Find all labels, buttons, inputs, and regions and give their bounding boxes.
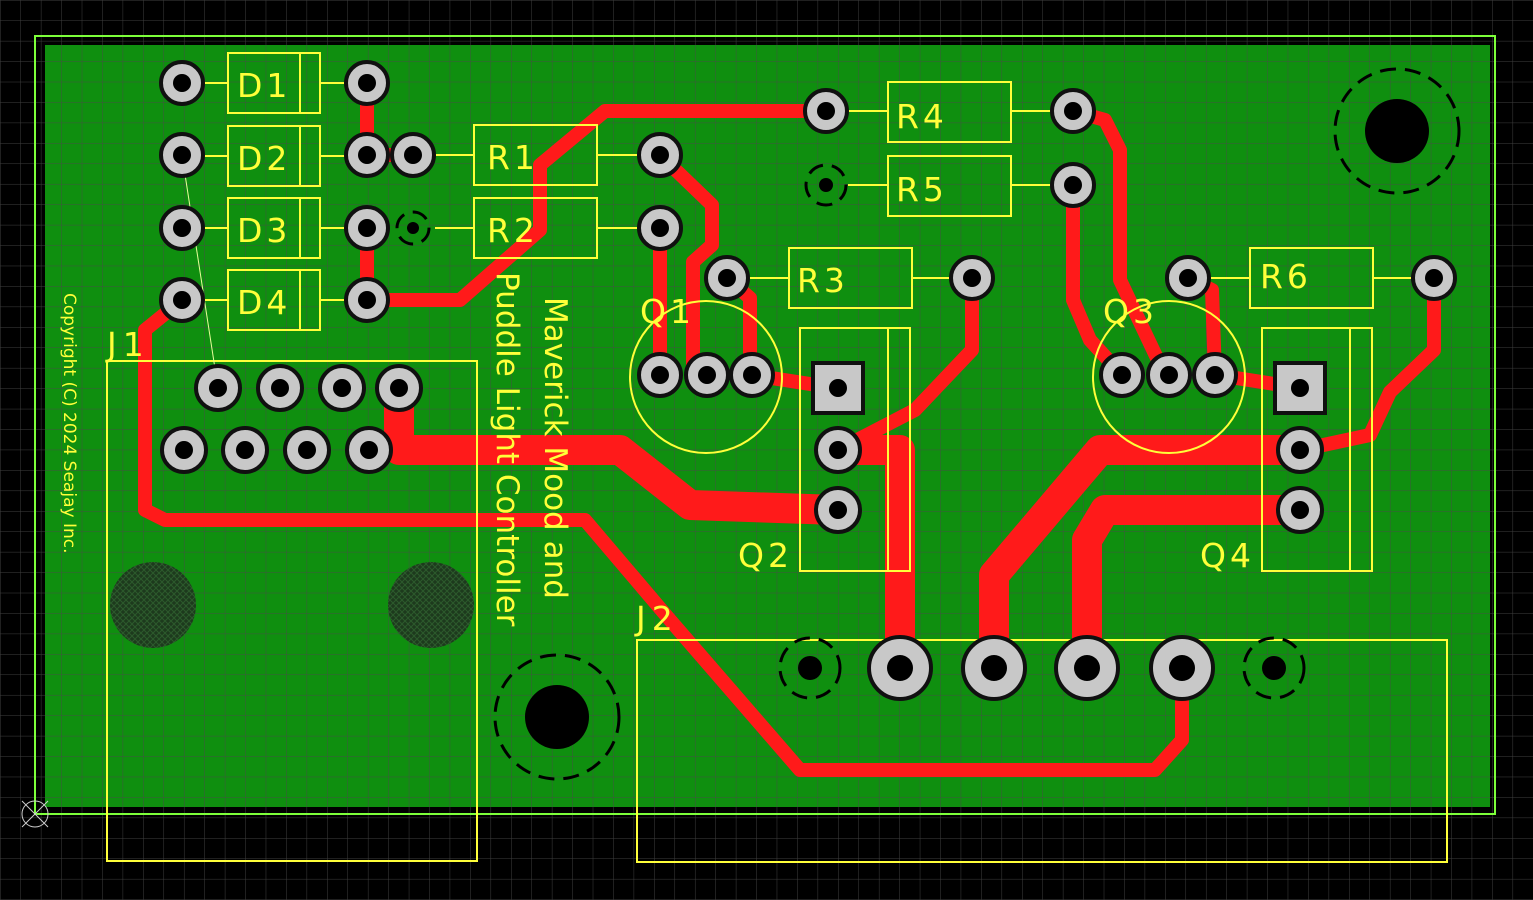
board-title-line2: Puddle Light Controller	[489, 272, 525, 627]
board-title-line1: Maverick Mood and	[537, 297, 573, 599]
pad-r6-1-hole	[1179, 269, 1197, 287]
label-j2: J2	[634, 599, 679, 638]
pad-j1-7-hole	[298, 441, 316, 459]
pad-q4-2-hole	[1291, 441, 1309, 459]
resistor-r3[interactable]	[748, 247, 951, 309]
label-d2: D2	[237, 139, 291, 178]
ratsnest-line	[181, 154, 219, 389]
j1-shield-pad-right	[388, 562, 474, 648]
transistor-q1-outline[interactable]	[629, 300, 783, 454]
pad-j2-4-hole	[1169, 655, 1195, 681]
label-q2: Q2	[738, 536, 793, 575]
label-r3: R3	[797, 261, 849, 300]
pad-d3-k-hole	[358, 219, 376, 237]
mounting-hole-bottom	[493, 653, 621, 781]
pad-d4-k-hole	[358, 291, 376, 309]
origin-marker	[21, 800, 49, 828]
pad-q1-e-hole	[651, 366, 669, 384]
resistor-r4[interactable]	[848, 81, 1052, 143]
pad-q1-b-hole	[698, 366, 716, 384]
pad-r3-2-hole	[963, 269, 981, 287]
resistor-r6[interactable]	[1210, 247, 1413, 309]
reference-designators: D1 D2 D3 D4 R1 R2 R3 R4 R5 R6 Q1 Q2 Q3 Q…	[105, 66, 1312, 638]
transistor-q3-outline[interactable]	[1092, 300, 1246, 454]
pad-r5-2-hole	[1064, 176, 1082, 194]
pad-j1-1-hole	[209, 379, 227, 397]
pad-j1-6-hole	[236, 441, 254, 459]
label-q1: Q1	[640, 292, 695, 331]
label-r5: R5	[896, 170, 948, 209]
pad-d3-a-hole	[173, 219, 191, 237]
label-r1: R1	[487, 138, 539, 177]
pad-r1-2-hole	[651, 146, 669, 164]
resistor-r5[interactable]	[848, 155, 1052, 217]
pad-j1-5-hole	[175, 441, 193, 459]
label-r4: R4	[896, 97, 948, 136]
pad-q1-c-hole	[743, 366, 761, 384]
label-r2: R2	[487, 211, 539, 250]
transistor-q2-outline[interactable]	[799, 327, 911, 572]
pad-q4-3-hole	[1291, 501, 1309, 519]
pad-q3-c-hole	[1206, 366, 1224, 384]
connector-j1-outline[interactable]	[106, 360, 478, 862]
silkscreen-layer	[106, 52, 1448, 863]
pad-r6-2-hole	[1425, 269, 1443, 287]
unused-pads	[395, 163, 1306, 700]
pad-d1-k-hole	[358, 74, 376, 92]
pad-j1-8-hole	[360, 441, 378, 459]
pad-r1-1-hole	[404, 146, 422, 164]
pad-j2-2-hole	[981, 655, 1007, 681]
label-d4: D4	[237, 283, 291, 322]
pad-d2-a-hole	[173, 146, 191, 164]
pad-j1-4-hole	[390, 379, 408, 397]
label-j1: J1	[105, 325, 150, 364]
resistor-r1[interactable]	[435, 124, 638, 186]
diode-d4[interactable]	[200, 269, 345, 331]
copyright-text: Copyright (C) 2024 Seajay Inc.	[59, 293, 79, 554]
label-d1: D1	[237, 66, 291, 105]
pad-q2-3-hole	[829, 501, 847, 519]
mounting-hole-top-right	[1333, 67, 1461, 195]
resistor-r2[interactable]	[435, 197, 638, 259]
pad-d2-k-hole	[358, 146, 376, 164]
pad-q4-1-hole	[1291, 379, 1309, 397]
pad-j1-3-hole	[333, 379, 351, 397]
connector-j2-outline[interactable]	[636, 639, 1448, 863]
pad-d4-a-hole	[173, 291, 191, 309]
pad-r3-1-hole	[718, 269, 736, 287]
pad-j2-3-hole	[1074, 655, 1100, 681]
label-r6: R6	[1260, 257, 1312, 296]
pad-q2-1-hole	[829, 379, 847, 397]
pad-r4-1-hole	[817, 102, 835, 120]
label-d3: D3	[237, 211, 291, 250]
pad-q3-b-hole	[1160, 366, 1178, 384]
transistor-q4-outline[interactable]	[1261, 327, 1373, 572]
pad-r2-2-hole	[651, 219, 669, 237]
pad-r4-2-hole	[1064, 102, 1082, 120]
diode-d2[interactable]	[200, 125, 345, 187]
board-outline	[34, 35, 1496, 815]
pad-d1-a-hole	[173, 74, 191, 92]
pad-j2-1-hole	[887, 655, 913, 681]
j1-shield-pad-left	[110, 562, 196, 648]
pad-q2-2-hole	[829, 441, 847, 459]
pads	[159, 60, 1457, 701]
pad-q3-e-hole	[1113, 366, 1131, 384]
pad-j1-2-hole	[271, 379, 289, 397]
label-q3: Q3	[1103, 292, 1158, 331]
label-q4: Q4	[1200, 536, 1255, 575]
